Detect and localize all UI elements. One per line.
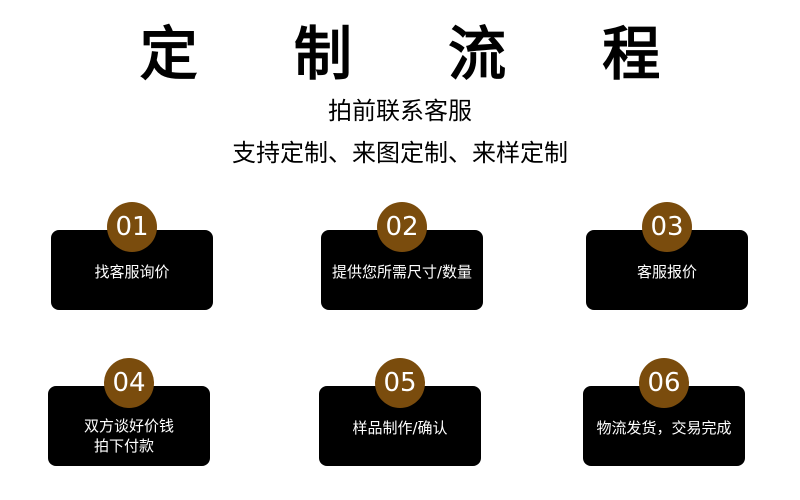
step-number-badge: 04 — [104, 358, 154, 408]
step-card-02: 02 提供您所需尺寸/数量 — [321, 202, 483, 310]
step-card-01: 01 找客服询价 — [51, 202, 213, 310]
step-number-badge: 05 — [375, 358, 425, 408]
subtitle-contact: 拍前联系客服 — [328, 97, 472, 125]
step-label: 提供您所需尺寸/数量 — [331, 263, 473, 281]
step-label: 双方谈好价钱 拍下付款 — [48, 416, 210, 456]
step-label-line-2: 拍下付款 — [93, 437, 154, 455]
subtitle-custom-options: 支持定制、来图定制、来样定制 — [232, 139, 568, 167]
step-card-04: 04 双方谈好价钱 拍下付款 — [48, 358, 210, 466]
step-number-badge: 06 — [639, 358, 689, 408]
step-label: 样品制作/确认 — [352, 419, 448, 437]
step-label: 客服报价 — [636, 263, 697, 281]
step-number-badge: 01 — [107, 202, 157, 252]
step-card-03: 03 客服报价 — [586, 202, 748, 310]
step-number-badge: 02 — [377, 202, 427, 252]
page-title: 定 制 流 程 — [139, 20, 699, 88]
step-number-badge: 03 — [642, 202, 692, 252]
step-card-05: 05 样品制作/确认 — [319, 358, 481, 466]
step-card-06: 06 物流发货，交易完成 — [583, 358, 745, 466]
step-label-line-1: 双方谈好价钱 — [83, 417, 174, 435]
step-label: 物流发货，交易完成 — [596, 419, 732, 437]
step-label: 找客服询价 — [94, 263, 170, 281]
